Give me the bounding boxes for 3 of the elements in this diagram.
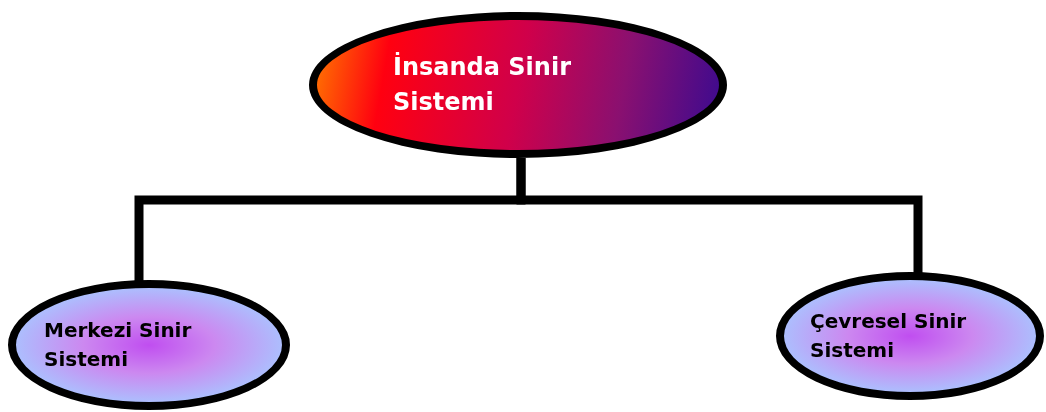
node-label: Çevresel Sinir Sistemi (810, 308, 968, 364)
node-label: Merkezi Sinir Sistemi (44, 317, 193, 373)
node-label: İnsanda Sinir Sistemi (393, 51, 572, 118)
